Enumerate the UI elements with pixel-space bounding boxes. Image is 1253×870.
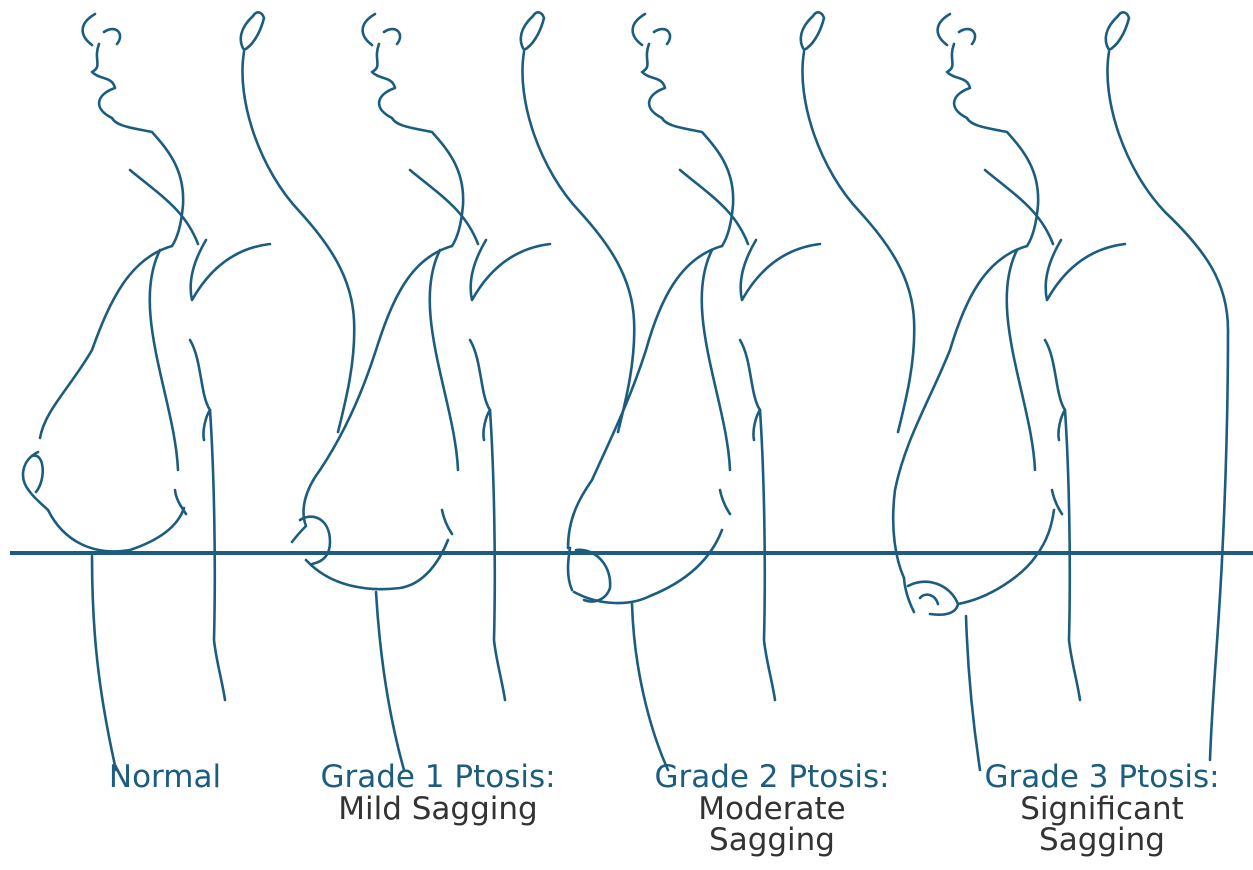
grade-label: Grade 2 Ptosis:	[632, 762, 912, 794]
figure-normal	[23, 12, 354, 770]
grade-description: Significant Sagging	[1012, 794, 1192, 857]
caption-normal: Normal	[75, 762, 255, 794]
grade-description: Moderate Sagging	[682, 794, 862, 857]
grade-description: Mild Sagging	[300, 794, 576, 826]
caption-grade-3: Grade 3 Ptosis: Significant Sagging	[962, 762, 1242, 857]
grade-label: Grade 1 Ptosis:	[300, 762, 576, 794]
grade-label: Normal	[75, 762, 255, 794]
grade-label: Grade 3 Ptosis:	[962, 762, 1242, 794]
figure-grade-3	[893, 12, 1228, 770]
figure-grade-1	[292, 12, 634, 770]
figure-grade-2	[568, 12, 914, 770]
caption-grade-1: Grade 1 Ptosis: Mild Sagging	[300, 762, 576, 825]
caption-grade-2: Grade 2 Ptosis: Moderate Sagging	[632, 762, 912, 857]
